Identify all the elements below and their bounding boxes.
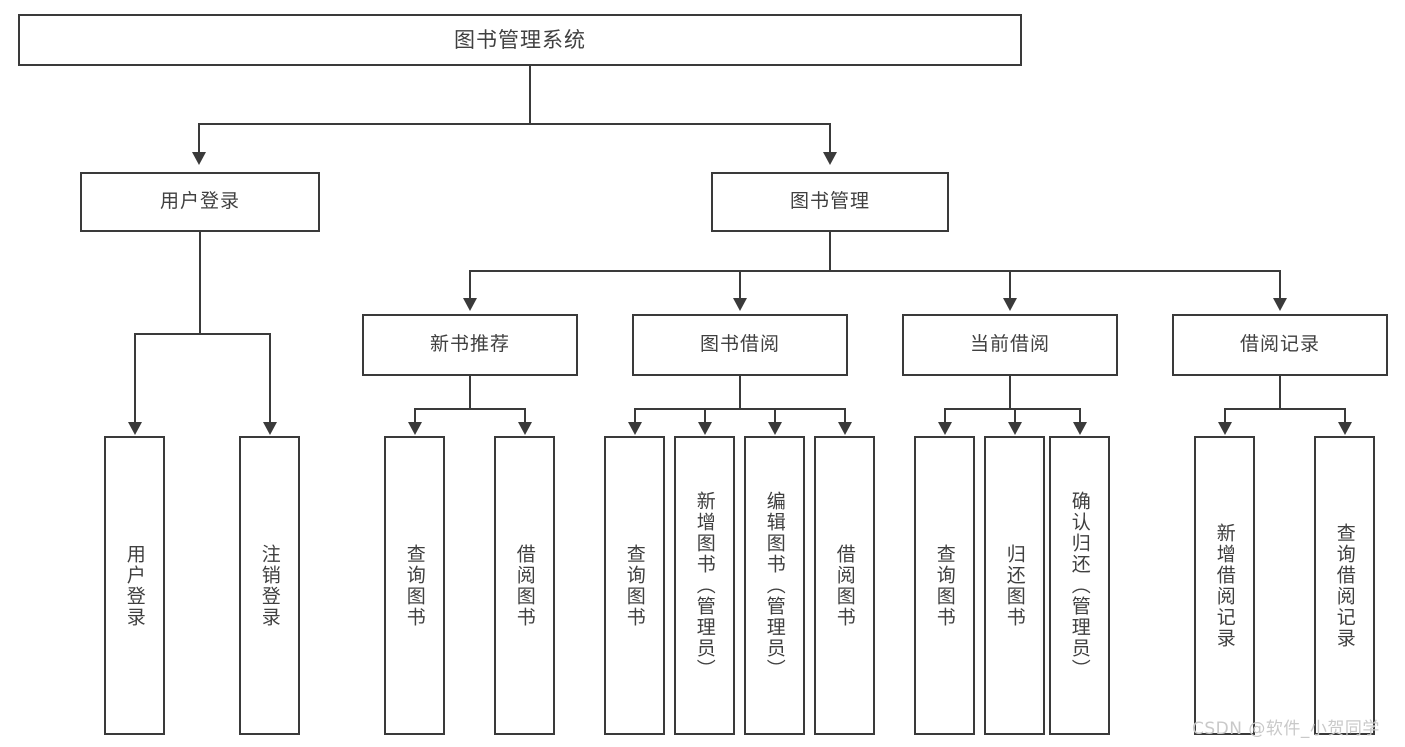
leaf-current-borrow-1[interactable]: 归还图书	[984, 436, 1045, 735]
connector-book-borrow-leaf-1	[704, 408, 706, 424]
node-book-borrow[interactable]: 图书借阅	[632, 314, 848, 376]
leaf-borrow-record-0[interactable]: 新增借阅记录	[1194, 436, 1255, 735]
connector-current-borrow-bus	[944, 408, 1081, 410]
connector-root-stem	[529, 66, 531, 124]
arrowhead-user-login-leaf-1	[263, 422, 277, 435]
connector-borrow-record-bus	[1224, 408, 1346, 410]
node-label: 确认归还（管理员）	[1068, 491, 1091, 680]
connector-user-login-stem	[199, 232, 201, 334]
node-label: 图书借阅	[699, 333, 780, 356]
node-label: 用户登录	[123, 543, 146, 628]
arrowhead-book-manage-to-current	[1003, 298, 1017, 311]
connector-new-book-leaf-1	[524, 408, 526, 424]
connector-book-borrow-leaf-3	[844, 408, 846, 424]
leaf-user-login-1[interactable]: 注销登录	[239, 436, 300, 735]
connector-book-borrow-leaf-0	[634, 408, 636, 424]
connector-book-manage-to-borrow	[739, 270, 741, 299]
connector-current-borrow-leaf-0	[944, 408, 946, 424]
node-book-manage[interactable]: 图书管理	[711, 172, 949, 232]
arrowhead-book-borrow-leaf-0	[628, 422, 642, 435]
leaf-book-borrow-3[interactable]: 借阅图书	[814, 436, 875, 735]
arrowhead-current-borrow-leaf-1	[1008, 422, 1022, 435]
arrowhead-current-borrow-leaf-0	[938, 422, 952, 435]
arrowhead-root-to-user-login	[192, 152, 206, 165]
node-label: 查询图书	[403, 543, 426, 628]
connector-borrow-record-leaf-1	[1344, 408, 1346, 424]
connector-root-to-user-login	[198, 123, 200, 153]
node-label: 归还图书	[1003, 543, 1026, 628]
node-label: 当前借阅	[969, 333, 1050, 356]
arrowhead-borrow-record-leaf-0	[1218, 422, 1232, 435]
node-user-login[interactable]: 用户登录	[80, 172, 320, 232]
node-root-system[interactable]: 图书管理系统	[18, 14, 1022, 66]
node-label: 图书管理	[789, 190, 870, 213]
arrowhead-book-borrow-leaf-1	[698, 422, 712, 435]
node-label: 新增借阅记录	[1213, 522, 1236, 649]
arrowhead-user-login-leaf-0	[128, 422, 142, 435]
connector-current-borrow-stem	[1009, 376, 1011, 409]
connector-book-borrow-bus	[634, 408, 846, 410]
connector-root-bus	[198, 123, 831, 125]
arrowhead-book-borrow-leaf-2	[768, 422, 782, 435]
connector-user-login-leaf-1	[269, 333, 271, 423]
node-label: 新增图书（管理员）	[693, 491, 716, 680]
connector-new-book-bus	[414, 408, 526, 410]
connector-new-book-stem	[469, 376, 471, 409]
connector-book-borrow-leaf-2	[774, 408, 776, 424]
csdn-watermark: CSDN @软件_小贺同学	[1192, 719, 1380, 739]
arrowhead-book-manage-to-record	[1273, 298, 1287, 311]
arrowhead-current-borrow-leaf-2	[1073, 422, 1087, 435]
leaf-current-borrow-0[interactable]: 查询图书	[914, 436, 975, 735]
connector-book-manage-to-new-book	[469, 270, 471, 299]
connector-book-borrow-stem	[739, 376, 741, 409]
node-label: 查询图书	[623, 543, 646, 628]
leaf-current-borrow-2[interactable]: 确认归还（管理员）	[1049, 436, 1110, 735]
node-label: 图书管理系统	[454, 27, 586, 52]
node-label: 借阅图书	[833, 543, 856, 628]
leaf-borrow-record-1[interactable]: 查询借阅记录	[1314, 436, 1375, 735]
node-label: 新书推荐	[429, 333, 510, 356]
leaf-book-borrow-0[interactable]: 查询图书	[604, 436, 665, 735]
node-label: 借阅图书	[513, 543, 536, 628]
connector-book-manage-to-current	[1009, 270, 1011, 299]
node-label: 查询图书	[933, 543, 956, 628]
connector-root-to-book-manage	[829, 123, 831, 153]
connector-book-manage-to-record	[1279, 270, 1281, 299]
leaf-new-book-0[interactable]: 查询图书	[384, 436, 445, 735]
connector-new-book-leaf-0	[414, 408, 416, 424]
connector-borrow-record-leaf-0	[1224, 408, 1226, 424]
connector-book-manage-bus	[469, 270, 1280, 272]
leaf-book-borrow-1[interactable]: 新增图书（管理员）	[674, 436, 735, 735]
node-borrow-record[interactable]: 借阅记录	[1172, 314, 1388, 376]
arrowhead-new-book-leaf-0	[408, 422, 422, 435]
leaf-user-login-0[interactable]: 用户登录	[104, 436, 165, 735]
connector-current-borrow-leaf-1	[1014, 408, 1016, 424]
node-new-book-recommend[interactable]: 新书推荐	[362, 314, 578, 376]
arrowhead-book-manage-to-borrow	[733, 298, 747, 311]
node-label: 查询借阅记录	[1333, 522, 1356, 649]
arrowhead-new-book-leaf-1	[518, 422, 532, 435]
leaf-book-borrow-2[interactable]: 编辑图书（管理员）	[744, 436, 805, 735]
arrowhead-book-manage-to-new-book	[463, 298, 477, 311]
connector-current-borrow-leaf-2	[1079, 408, 1081, 424]
node-label: 注销登录	[258, 543, 281, 628]
connector-user-login-leaf-0	[134, 333, 136, 423]
connector-borrow-record-stem	[1279, 376, 1281, 409]
arrowhead-book-borrow-leaf-3	[838, 422, 852, 435]
node-label: 用户登录	[159, 190, 240, 213]
connector-book-manage-stem	[829, 232, 831, 271]
leaf-new-book-1[interactable]: 借阅图书	[494, 436, 555, 735]
arrowhead-root-to-book-manage	[823, 152, 837, 165]
connector-user-login-bus	[134, 333, 271, 335]
node-label: 编辑图书（管理员）	[763, 491, 786, 680]
node-label: 借阅记录	[1239, 333, 1320, 356]
node-current-borrow[interactable]: 当前借阅	[902, 314, 1118, 376]
arrowhead-borrow-record-leaf-1	[1338, 422, 1352, 435]
